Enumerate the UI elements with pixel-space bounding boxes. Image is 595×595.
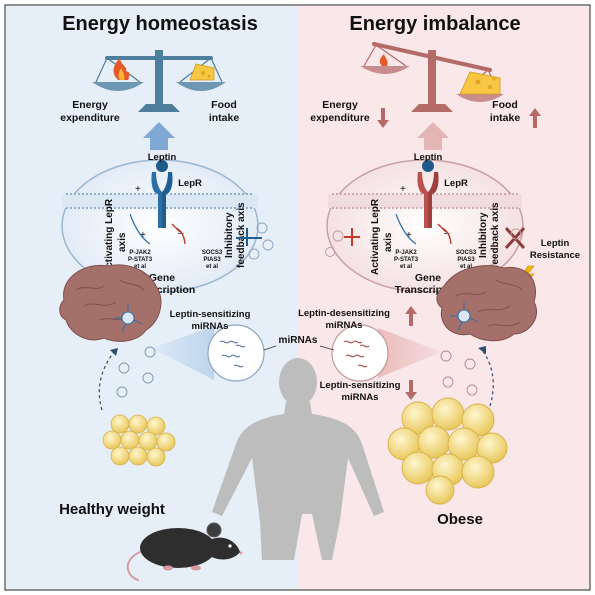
left-mirna-label-2: miRNAs bbox=[192, 321, 229, 332]
left-brain-icon bbox=[59, 264, 162, 342]
energy-down-arrow bbox=[377, 108, 389, 128]
right-inhibitory-label-1: Inhibitory bbox=[478, 212, 489, 258]
left-lepr-label: LepR bbox=[178, 178, 202, 189]
right-food-label-1: Food bbox=[492, 99, 518, 111]
left-pias-label: PIAS3 bbox=[203, 257, 221, 263]
right-mirna-bubble bbox=[331, 324, 389, 382]
right-cheese-icon bbox=[459, 71, 501, 95]
left-inhibit-bar bbox=[236, 228, 262, 246]
right-up-arrow bbox=[417, 122, 449, 150]
right-minus-sign: – bbox=[444, 228, 450, 239]
left-socs-label: SOCS3 bbox=[202, 250, 223, 256]
right-lepr-label: LepR bbox=[444, 178, 468, 189]
left-leptin-label: Leptin bbox=[148, 152, 177, 163]
right-plus-sign-1: + bbox=[400, 184, 406, 195]
right-weight-label: Obese bbox=[437, 511, 483, 528]
left-inhibitory-label-2: feedback axis bbox=[236, 202, 247, 268]
left-food-label-2: intake bbox=[209, 112, 240, 124]
right-activation-block bbox=[344, 228, 360, 246]
right-plus-sign-2: + bbox=[406, 230, 412, 241]
left-activating-label-1: Activating LepR bbox=[104, 198, 115, 275]
human-silhouette bbox=[212, 358, 384, 560]
resistance-label-2: Resistance bbox=[530, 250, 580, 261]
blocked-feedback-cross bbox=[504, 226, 526, 250]
left-pjak-label: P-JAK2 bbox=[129, 250, 151, 256]
right-pias-label: PIAS3 bbox=[457, 257, 475, 263]
right-mirna-particles bbox=[325, 228, 522, 257]
left-pstat-label: P-STAT3 bbox=[128, 257, 153, 263]
right-lepr-receptor bbox=[417, 160, 439, 228]
left-mirna-particles bbox=[248, 222, 274, 260]
right-pjak-label: P-JAK2 bbox=[395, 250, 417, 256]
left-plus-sign-2: + bbox=[140, 230, 146, 241]
left-lepr-receptor bbox=[151, 160, 173, 228]
left-dashed-arrow bbox=[98, 351, 115, 411]
right-title: Energy imbalance bbox=[349, 13, 520, 35]
left-activating-label-2: axis bbox=[117, 232, 128, 252]
left-etal-label: et al bbox=[134, 264, 146, 270]
right-activating-label-1: Activating LepR bbox=[370, 198, 381, 275]
right-inhibitory-label-2: feedback axis bbox=[490, 202, 501, 268]
right-circulating-mirnas bbox=[440, 350, 478, 396]
left-mirna-label-1: Leptin-sensitizing bbox=[170, 309, 251, 320]
left-weight-label: Healthy weight bbox=[59, 501, 165, 518]
right-flame-icon bbox=[379, 54, 388, 66]
left-plus-sign-1: + bbox=[135, 184, 141, 195]
right-spotlight bbox=[378, 328, 442, 378]
left-energy-label-2: expenditure bbox=[60, 112, 120, 124]
left-spotlight bbox=[152, 326, 214, 380]
desens-up-arrow bbox=[405, 306, 417, 326]
left-food-label-1: Food bbox=[211, 99, 237, 111]
sens-right-label-2: miRNAs bbox=[342, 392, 379, 403]
right-pstat-label: P-STAT3 bbox=[394, 257, 419, 263]
food-up-arrow bbox=[529, 108, 541, 128]
right-energy-label-2: expenditure bbox=[310, 112, 370, 124]
desens-label-2: miRNAs bbox=[326, 320, 363, 331]
left-circulating-mirnas bbox=[116, 346, 156, 398]
right-energy-label-1: Energy bbox=[322, 99, 358, 111]
left-title: Energy homeostasis bbox=[62, 13, 258, 35]
mirna-pointer-lines bbox=[263, 345, 335, 351]
left-dashed-arrow-head bbox=[110, 348, 118, 356]
resistance-label-1: Leptin bbox=[541, 238, 570, 249]
right-fat-cells bbox=[387, 397, 508, 505]
left-flame-icon bbox=[113, 58, 130, 80]
left-fat-cells bbox=[102, 414, 176, 467]
right-activating-label-2: axis bbox=[383, 232, 394, 252]
right-food-label-2: intake bbox=[490, 112, 521, 124]
center-mirnas-label: miRNAs bbox=[279, 335, 318, 346]
desens-label-1: Leptin-desensitizing bbox=[298, 308, 390, 319]
left-energy-label-1: Energy bbox=[72, 99, 108, 111]
left-mirna-bubble bbox=[207, 324, 265, 382]
sens-down-arrow bbox=[405, 380, 417, 400]
right-inhibition-mark bbox=[437, 223, 452, 245]
right-dashed-arrow-head bbox=[478, 346, 486, 354]
right-etal2-label: et al bbox=[460, 264, 472, 270]
right-leptin-label: Leptin bbox=[414, 152, 443, 163]
right-gene-label-1: Gene bbox=[415, 272, 441, 284]
left-etal2-label: et al bbox=[206, 264, 218, 270]
left-cheese-icon bbox=[189, 63, 215, 81]
left-minus-sign: – bbox=[178, 228, 184, 239]
left-balance-scale bbox=[92, 50, 226, 112]
right-activation-arrow bbox=[395, 213, 417, 245]
right-etal-label: et al bbox=[400, 264, 412, 270]
left-up-arrow bbox=[143, 122, 175, 150]
left-activation-arrow bbox=[129, 213, 151, 245]
mouse-icon bbox=[126, 522, 243, 581]
left-inhibition-mark bbox=[171, 223, 186, 245]
left-inhibitory-label-1: Inhibitory bbox=[224, 212, 235, 258]
right-socs-label: SOCS3 bbox=[456, 250, 477, 256]
right-brain-icon bbox=[436, 265, 537, 342]
left-gene-label-1: Gene bbox=[149, 272, 175, 284]
sens-right-label-1: Leptin-sensitizing bbox=[320, 380, 401, 391]
